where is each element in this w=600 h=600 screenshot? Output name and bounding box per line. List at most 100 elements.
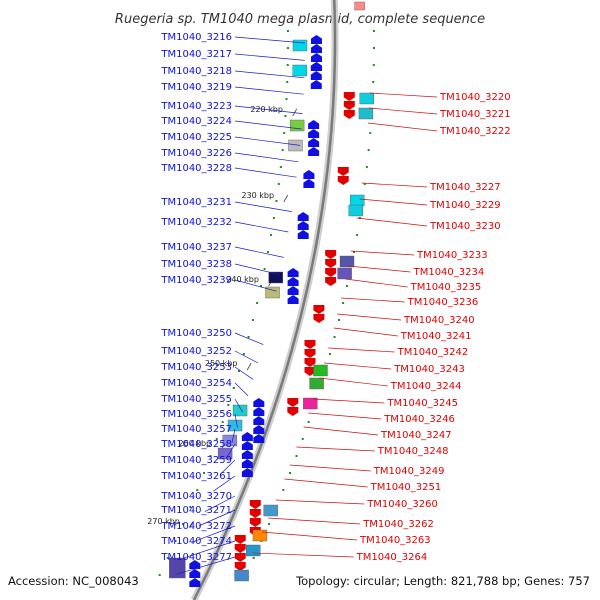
gene-label-reverse: TM1040_3234 (413, 267, 485, 278)
tick-dot (281, 149, 284, 151)
tick-dot (333, 336, 336, 338)
tick-dot (286, 64, 289, 66)
gene-label-forward: TM1040_3224 (160, 116, 232, 127)
tick-dot (247, 336, 250, 338)
gene-block-reverse (359, 92, 374, 105)
gene-arrow-forward (287, 277, 299, 286)
gene-label-reverse: TM1040_3241 (400, 331, 472, 342)
leader-line-reverse (284, 478, 368, 488)
gene-label-reverse: TM1040_3227 (429, 182, 501, 193)
gene-arrow-reverse (304, 367, 316, 376)
gene-arrow-reverse (325, 250, 337, 259)
gene-arrow-forward (297, 221, 309, 230)
leader-line-reverse (268, 517, 361, 525)
gene-arrow-forward (303, 170, 315, 179)
gene-label-reverse: TM1040_3248 (377, 446, 449, 457)
tick-dot (272, 217, 275, 219)
gene-label-forward: TM1040_3223 (160, 101, 232, 112)
gene-block-forward (227, 419, 243, 432)
gene-arrow-forward (308, 129, 320, 138)
gene-label-forward: TM1040_3225 (160, 132, 232, 143)
leader-line-forward (234, 350, 259, 364)
label-leaders (176, 36, 438, 575)
gene-block-reverse (337, 267, 352, 280)
gene-arrow-forward (310, 35, 322, 44)
tick-dot (285, 98, 288, 100)
leader-line-reverse (319, 377, 388, 387)
map-title: Ruegeria sp. TM1040 mega plasmid, comple… (115, 12, 485, 27)
gene-arrow-reverse (325, 268, 337, 277)
tick-dot (283, 132, 286, 134)
gene-block-reverse (358, 107, 374, 120)
gene-arrow-forward (287, 286, 299, 295)
leader-line-reverse (252, 552, 354, 558)
gene-label-forward: TM1040_3258 (160, 439, 232, 450)
gene-arrow-reverse (234, 544, 246, 553)
scale-label: 260 kbp (179, 439, 212, 448)
gene-arrow-forward (189, 560, 201, 569)
gene-block-forward (292, 39, 308, 52)
leader-line-forward (234, 366, 254, 380)
gene-label-reverse: TM1040_3229 (429, 200, 501, 211)
leader-line-reverse (324, 362, 392, 370)
gene-block-reverse (348, 204, 363, 217)
leader-line-reverse (359, 198, 428, 206)
gene-block-forward (288, 139, 303, 152)
leader-line-forward (234, 398, 243, 413)
gene-arrow-forward (241, 432, 253, 441)
tick-dot (221, 421, 224, 423)
tick-dot (286, 30, 289, 32)
tick-dot (232, 387, 235, 389)
gene-arrow-forward (253, 425, 265, 434)
tick-dot (352, 251, 355, 253)
tick-dot (301, 438, 304, 440)
gene-block-forward (217, 447, 233, 460)
leader-line-forward (184, 540, 236, 559)
tick-dot (252, 557, 255, 559)
tick-dot (372, 30, 375, 32)
gene-label-reverse: TM1040_3262 (362, 519, 434, 530)
gene-label-forward: TM1040_3231 (160, 197, 232, 208)
tick-dot (242, 353, 245, 355)
gene-arrow-forward (308, 120, 320, 129)
gene-block-reverse (252, 529, 268, 542)
tick-dot (358, 217, 361, 219)
tick-dot (286, 81, 289, 83)
leader-line-reverse (350, 250, 415, 256)
gene-label-reverse: TM1040_3245 (386, 398, 458, 409)
tick-dot (372, 81, 375, 83)
gene-block-reverse (246, 544, 261, 557)
leader-line-reverse (312, 398, 385, 404)
tick-dot (365, 166, 368, 168)
gene-arrow-forward (308, 138, 320, 147)
gene-label-forward: TM1040_3259 (160, 455, 232, 466)
tick-dot (279, 166, 282, 168)
leader-line-forward (176, 556, 236, 575)
gene-label-reverse: TM1040_3246 (383, 414, 455, 425)
gene-label-forward: TM1040_3253 (160, 362, 232, 373)
leader-line-reverse (369, 92, 438, 98)
gene-arrow-reverse (325, 277, 337, 286)
gene-label-forward: TM1040_3217 (160, 49, 232, 60)
gene-arrow-reverse (313, 305, 325, 314)
gene-label-reverse: TM1040_3244 (390, 381, 462, 392)
gene-arrow-forward (297, 212, 309, 221)
gene-arrow-forward (241, 459, 253, 468)
gene-arrow-reverse (249, 500, 261, 509)
gene-arrow-reverse (304, 349, 316, 358)
gene-label-reverse: TM1040_3247 (380, 430, 452, 441)
leader-line-reverse (361, 182, 428, 188)
gene-block-reverse (349, 194, 365, 207)
gene-features (169, 1, 374, 587)
gene-arrow-forward (310, 71, 322, 80)
genome-summary: Topology: circular; Length: 821,788 bp; … (295, 574, 590, 588)
tick-dot (337, 319, 340, 321)
tick-dot (372, 64, 375, 66)
gene-arrow-forward (241, 450, 253, 459)
leader-line-reverse (328, 347, 395, 353)
backbone-line (192, 0, 337, 600)
tick-dot (196, 489, 199, 491)
gene-arrow-reverse (325, 259, 337, 268)
gene-block-reverse (234, 569, 249, 582)
gene-arrow-reverse (234, 562, 246, 571)
